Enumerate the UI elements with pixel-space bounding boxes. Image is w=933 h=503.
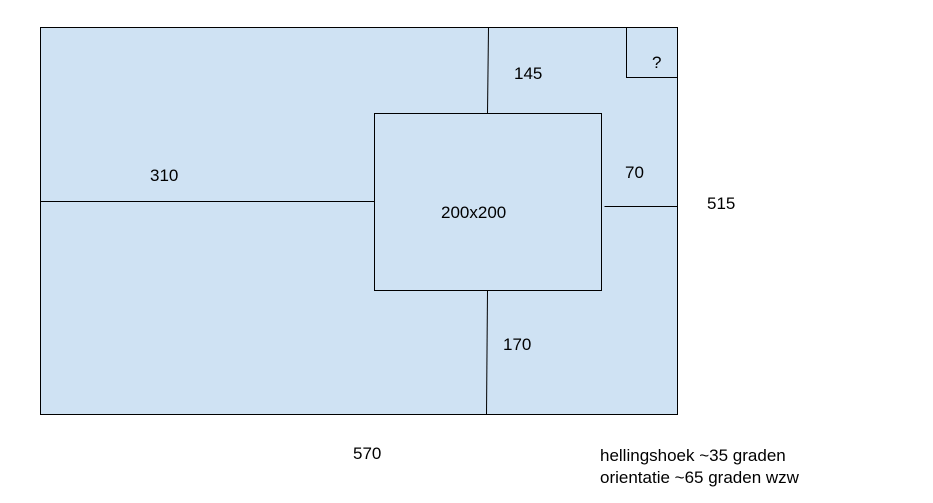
label-inner-box: 200x200 [441,203,506,222]
unknown-corner-box [626,27,678,78]
orientation-note: orientatie ~65 graden wzw [600,468,799,487]
slope-note: hellingshoek ~35 graden [600,446,786,465]
divider-top [487,27,489,114]
label-310: 310 [150,166,178,185]
inner-box [374,113,602,291]
label-70: 70 [625,163,644,182]
label-170: 170 [503,335,531,354]
label-unknown: ? [652,53,661,72]
label-outer-width: 570 [353,444,381,463]
label-outer-height: 515 [707,194,735,213]
divider-bottom [486,290,488,415]
label-145: 145 [514,64,542,83]
